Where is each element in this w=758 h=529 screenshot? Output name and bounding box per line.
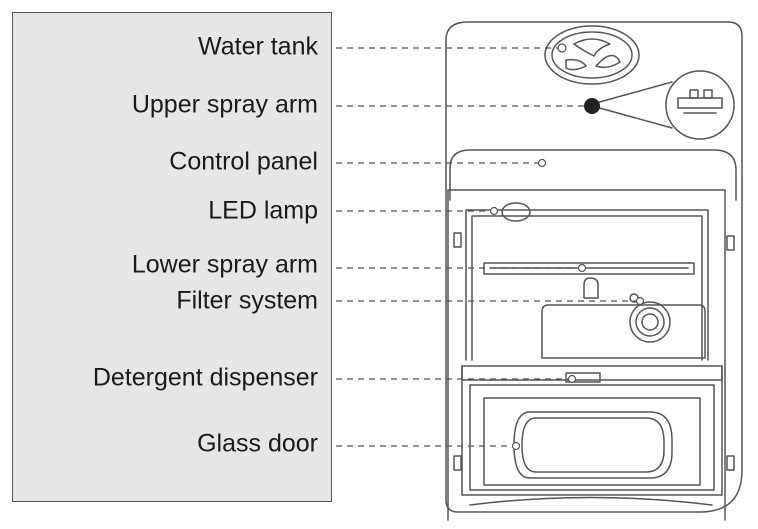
label-glass-door: Glass door: [197, 429, 318, 458]
filter-system-shape: [541, 277, 706, 359]
marker-detergent-dispenser: [567, 374, 577, 384]
marker-upper-spray-arm: [584, 98, 600, 114]
label-detergent-dispenser: Detergent dispenser: [92, 363, 318, 392]
marker-water-tank: [557, 43, 567, 53]
marker-filter-system: [635, 296, 645, 306]
dishwasher-body: [445, 21, 743, 513]
led-lamp-shape: [501, 202, 531, 222]
label-led-lamp: LED lamp: [208, 196, 318, 225]
water-tank-shape: [544, 25, 640, 85]
detergent-dispenser-shape: [565, 372, 601, 383]
marker-control-panel: [537, 158, 547, 168]
marker-lower-spray-arm: [577, 263, 587, 273]
glass-door-shape: [483, 397, 701, 486]
label-panel: [12, 12, 332, 502]
label-upper-spray-arm: Upper spray arm: [131, 90, 318, 119]
marker-glass-door: [511, 441, 521, 451]
dishwasher-base: [469, 496, 713, 506]
upper-spray-arm-shape: [595, 70, 735, 140]
control-panel-shape: [449, 149, 737, 201]
label-lower-spray-arm: Lower spray arm: [131, 250, 318, 279]
label-water-tank: Water tank: [198, 32, 318, 61]
inner-frame: [447, 189, 726, 521]
label-control-panel: Control panel: [169, 147, 318, 176]
label-filter-system: Filter system: [176, 286, 318, 315]
marker-led-lamp: [489, 206, 499, 216]
door-frame: [461, 365, 723, 496]
lower-spray-arm-shape: [483, 262, 695, 275]
